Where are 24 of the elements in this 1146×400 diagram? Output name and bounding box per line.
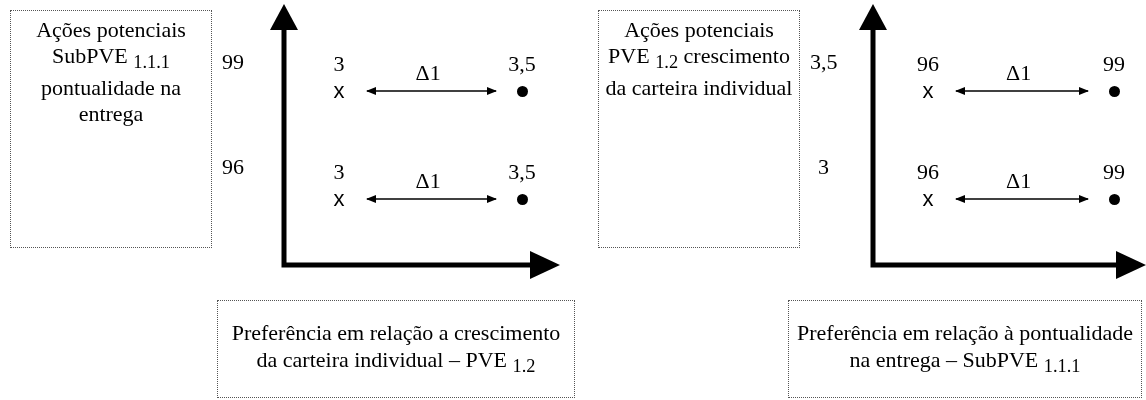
value-label: 3,5 [507, 160, 537, 184]
value-label: 3 [332, 52, 346, 76]
axis-value: 99 [222, 50, 244, 74]
x-marker: x [332, 80, 346, 102]
text-box: Ações potenciais PVE $_{1.2}$ crescimento da carteira individual [598, 10, 800, 248]
value-label: 96 [916, 160, 940, 184]
text-box: Preferência em relação à pontualidade na entrega – SubPVE $_{1.1.1}$ [788, 300, 1142, 398]
x-marker: x [921, 188, 935, 210]
axis-value: 3,5 [810, 50, 838, 74]
value-label: 96 [916, 52, 940, 76]
axis-value: 96 [222, 155, 244, 179]
text-box: Ações potenciais SubPVE $_{1.1.1}$ pontualidade na entrega [10, 10, 212, 248]
value-label: 99 [1102, 160, 1126, 184]
x-marker: x [332, 188, 346, 210]
double-arrow [955, 87, 1089, 95]
double-arrow [955, 195, 1089, 203]
axis-value: 3 [818, 155, 829, 179]
double-arrow [366, 87, 497, 95]
x-marker: x [921, 80, 935, 102]
value-label: 99 [1102, 52, 1126, 76]
value-label: 3 [332, 160, 346, 184]
value-label: 3,5 [507, 52, 537, 76]
double-arrow [366, 195, 497, 203]
text-box: Preferência em relação a crescimento da carteira individual – PVE $_{1.2}$ [217, 300, 575, 398]
